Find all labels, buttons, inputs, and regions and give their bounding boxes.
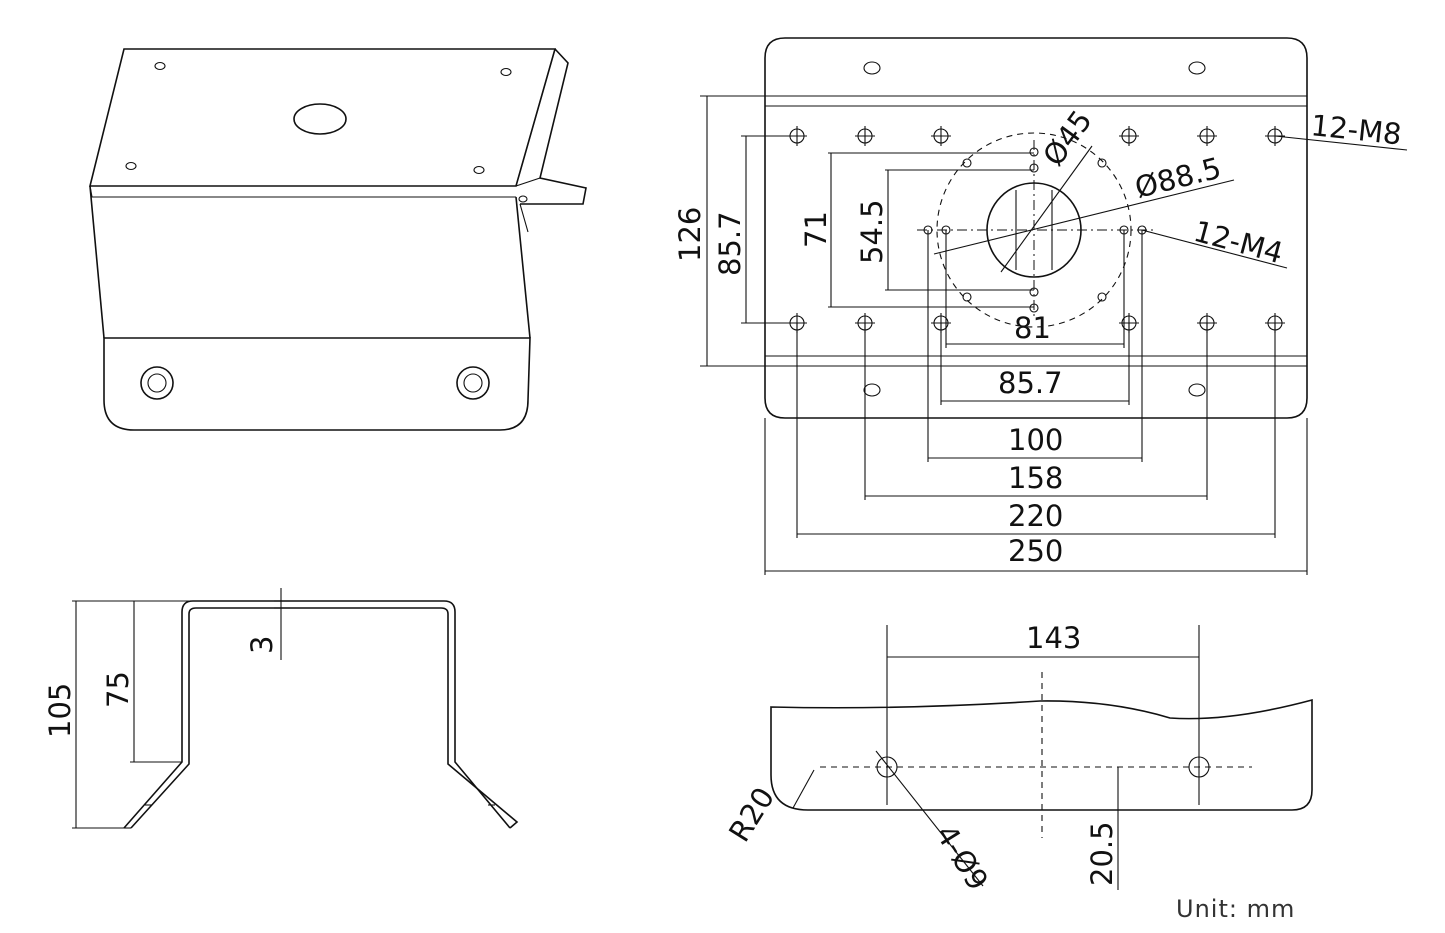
iso-hole bbox=[518, 195, 528, 203]
iso-hole bbox=[473, 165, 485, 175]
dim-20-5: 20.5 bbox=[1085, 821, 1119, 886]
dim-85-7-horizontal: 85.7 bbox=[998, 366, 1063, 400]
slot-hole bbox=[863, 61, 881, 75]
iso-edge bbox=[515, 48, 556, 187]
dim-r20: R20 bbox=[722, 781, 781, 847]
dim-54-5: 54.5 bbox=[855, 199, 889, 264]
bottom-view: 143 R20 4-Ø9 20.5 bbox=[722, 621, 1313, 897]
dim-71: 71 bbox=[799, 211, 833, 248]
dim-158: 158 bbox=[1008, 461, 1063, 495]
side-profile-inner bbox=[130, 607, 519, 829]
dim-220: 220 bbox=[1008, 499, 1063, 533]
dim-12-m8: 12-M8 bbox=[1309, 108, 1403, 151]
dim-75: 75 bbox=[101, 671, 135, 708]
dim-81: 81 bbox=[1014, 311, 1051, 345]
slot-hole bbox=[1188, 383, 1206, 397]
isometric-view bbox=[88, 48, 587, 431]
side-profile-outer bbox=[123, 600, 511, 829]
dim-3: 3 bbox=[245, 636, 279, 654]
iso-hole bbox=[154, 61, 166, 71]
side-view: 105 75 3 bbox=[43, 588, 519, 829]
dim-143: 143 bbox=[1026, 621, 1081, 655]
plate-outline bbox=[764, 37, 1308, 419]
bottom-plate bbox=[770, 698, 1313, 811]
iso-edge bbox=[89, 185, 516, 198]
iso-edge bbox=[515, 177, 541, 187]
iso-front-right bbox=[515, 196, 531, 339]
iso-front-left bbox=[89, 185, 105, 339]
iso-edge bbox=[519, 203, 529, 233]
iso-hole bbox=[125, 161, 137, 171]
dim-100: 100 bbox=[1008, 423, 1063, 457]
slot-hole bbox=[1188, 61, 1206, 75]
iso-hole bbox=[500, 67, 512, 77]
unit-label: Unit: mm bbox=[1176, 895, 1295, 923]
iso-flange-hole bbox=[140, 366, 174, 400]
iso-flange-hole bbox=[456, 366, 490, 400]
iso-flange-hole bbox=[463, 373, 483, 393]
slot-hole bbox=[863, 383, 881, 397]
dim-pcd-inner: Ø45 bbox=[1036, 104, 1099, 172]
dim-4-holes: 4-Ø9 bbox=[929, 819, 995, 897]
iso-center-hole bbox=[293, 103, 347, 135]
front-view: 12-M8 Ø88.5 Ø45 12-M4 126 85.7 71 54.5 8… bbox=[673, 37, 1408, 575]
dim-pcd-outer: Ø88.5 bbox=[1131, 151, 1224, 205]
dim-126: 126 bbox=[673, 207, 707, 262]
dim-105: 105 bbox=[43, 683, 77, 738]
iso-bottom-flange bbox=[103, 337, 531, 431]
iso-back-flange bbox=[520, 48, 587, 205]
dim-250: 250 bbox=[1008, 534, 1063, 568]
dim-12-m4: 12-M4 bbox=[1190, 214, 1287, 270]
iso-flange-hole bbox=[147, 373, 167, 393]
dim-85-7-vertical: 85.7 bbox=[713, 211, 747, 276]
